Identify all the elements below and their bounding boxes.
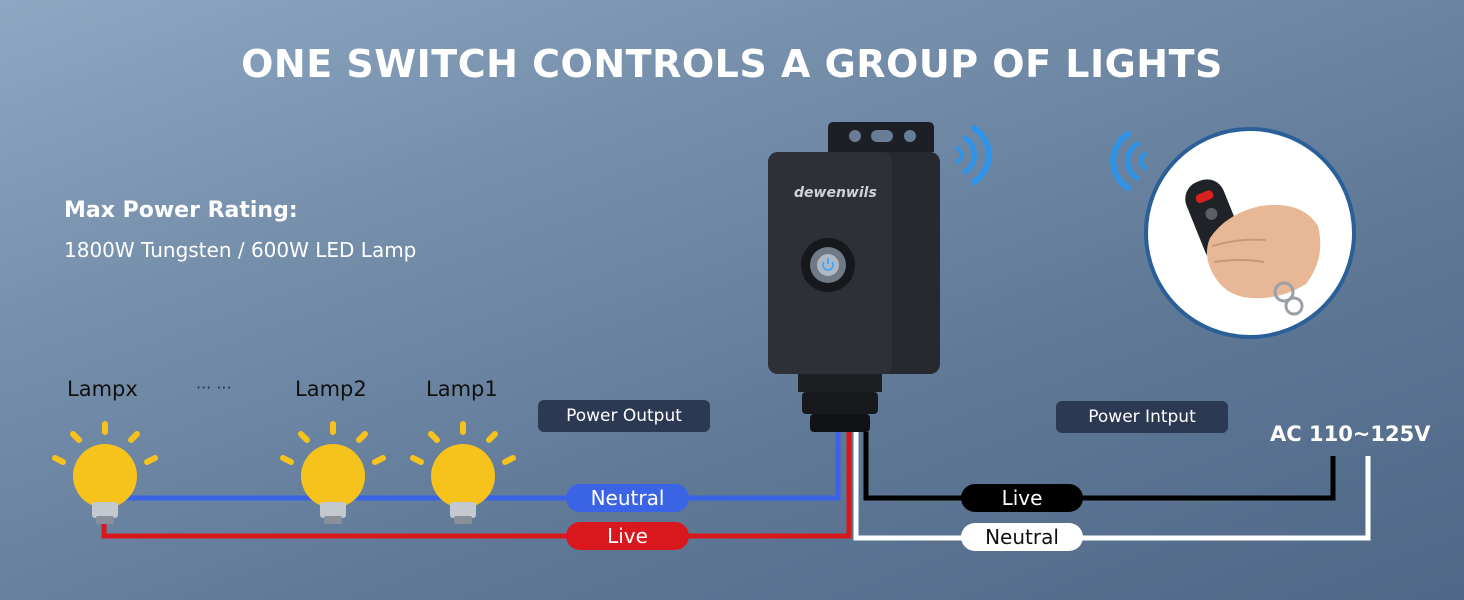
- brand-logo: dewenwils: [794, 185, 877, 201]
- max-power-rating-value: 1800W Tungsten / 600W LED Lamp: [64, 238, 417, 262]
- page-title: ONE SWITCH CONTROLS A GROUP OF LIGHTS: [241, 42, 1223, 86]
- signal-wave-icon: [1110, 131, 1147, 191]
- lampx-label: Lampx: [67, 377, 138, 401]
- live-output-tag: Live: [566, 522, 689, 550]
- lamp-ellipsis: ··· ···: [196, 378, 232, 397]
- remote-control-icon: [1144, 127, 1356, 339]
- neutral-input-wire: [853, 432, 1371, 541]
- live-input-tag: Live: [961, 484, 1083, 512]
- bulb-icon: [52, 421, 158, 524]
- lamp2-label: Lamp2: [295, 377, 367, 401]
- live-input-wire: [863, 432, 1336, 501]
- power-output-label: Power Output: [538, 400, 710, 432]
- bulb-icon: [410, 421, 516, 524]
- live-output-wire: [101, 432, 852, 539]
- max-power-rating-heading: Max Power Rating:: [64, 198, 298, 223]
- ac-voltage-label: AC 110~125V: [1270, 422, 1431, 446]
- bulb-icon: [280, 421, 386, 524]
- switch-device: [768, 122, 940, 432]
- power-button-icon: [817, 254, 839, 276]
- signal-wave-icon: [955, 125, 992, 185]
- neutral-input-tag: Neutral: [961, 523, 1083, 551]
- power-input-label: Power Intput: [1056, 401, 1228, 433]
- neutral-output-tag: Neutral: [566, 484, 689, 512]
- lamp1-label: Lamp1: [426, 377, 498, 401]
